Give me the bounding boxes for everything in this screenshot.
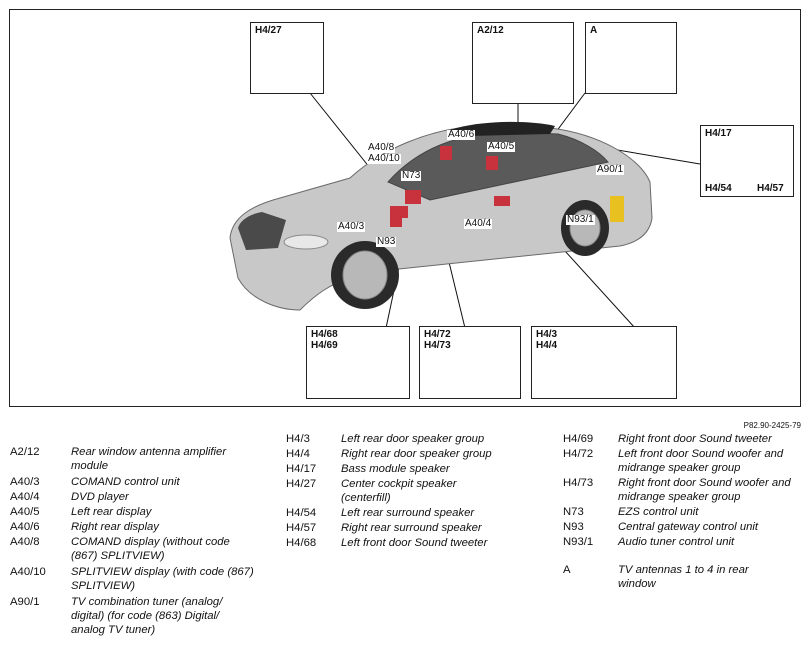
legend-code: N93/1 xyxy=(563,536,594,548)
legend-item: N93/1 Audio tuner control unit xyxy=(563,535,803,563)
legend-desc: Left front door Sound woofer and midrang… xyxy=(618,448,784,474)
legend-item: A2/12 Rear window antenna amplifier modu… xyxy=(10,445,275,475)
callout-h4-68-69: H4/68 H4/69 xyxy=(306,326,410,399)
legend-item: H4/17 Bass module speaker xyxy=(286,462,554,477)
legend-item: H4/54 Left rear surround speaker xyxy=(286,506,554,521)
car-label-a40-6: A40/6 xyxy=(447,129,476,140)
legend-code: A40/5 xyxy=(10,506,40,518)
car-body xyxy=(229,121,653,311)
legend-item: H4/3 Left rear door speaker group xyxy=(286,432,554,447)
callout-a: A xyxy=(585,22,677,94)
legend-item: A TV antennas 1 to 4 in rear window xyxy=(563,563,803,593)
callout-label: H4/54 xyxy=(705,183,732,194)
legend-desc: Rear window antenna amplifier module xyxy=(71,446,227,472)
legend-item: A40/3 COMAND control unit xyxy=(10,475,275,490)
legend-item: H4/27 Center cockpit speaker (centerfill… xyxy=(286,477,554,506)
legend-item: A40/5 Left rear display xyxy=(10,505,275,520)
legend-item: H4/72 Left front door Sound woofer and m… xyxy=(563,447,803,476)
legend-item: H4/68 Left front door Sound tweeter xyxy=(286,536,554,551)
legend-code: A40/6 xyxy=(10,521,40,533)
legend-code: H4/73 xyxy=(563,477,594,489)
legend-col3: H4/69 Right front door Sound tweeter H4/… xyxy=(563,432,803,593)
legend-item: H4/69 Right front door Sound tweeter xyxy=(563,432,803,447)
callout-h4-3-4: H4/3 H4/4 xyxy=(531,326,677,399)
callout-label: H4/72 H4/73 xyxy=(424,329,451,351)
legend-desc: DVD player xyxy=(71,491,129,503)
legend-desc: TV antennas 1 to 4 in rear window xyxy=(618,564,749,590)
callout-h4-72-73: H4/72 H4/73 xyxy=(419,326,521,399)
legend-item: A90/1 TV combination tuner (analog/ digi… xyxy=(10,595,275,639)
legend-item: A40/6 Right rear display xyxy=(10,520,275,535)
callout-label: H4/3 H4/4 xyxy=(536,329,558,351)
legend-item: N73 EZS control unit xyxy=(563,505,803,520)
legend-code: A40/10 xyxy=(10,566,46,578)
car-label-a40-3: A40/3 xyxy=(337,221,366,232)
legend-code: H4/27 xyxy=(286,478,317,490)
car-label-a40-4: A40/4 xyxy=(464,218,493,229)
legend-desc: COMAND control unit xyxy=(71,476,180,488)
callout-label: A xyxy=(590,25,598,36)
legend-code: A40/8 xyxy=(10,536,40,548)
legend-desc: TV combination tuner (analog/ digital) (… xyxy=(71,596,223,636)
legend-item: A40/10 SPLITVIEW display (with code (867… xyxy=(10,565,275,595)
legend-item: A40/8 COMAND display (without code (867)… xyxy=(10,535,275,565)
car-label-n73: N73 xyxy=(401,170,422,181)
car-label-n93-1: N93/1 xyxy=(566,214,595,225)
legend-desc: COMAND display (without code (867) SPLIT… xyxy=(71,536,230,562)
car-label-a40-10: A40/10 xyxy=(367,153,401,164)
car-label-a90-1: A90/1 xyxy=(596,164,625,175)
legend-code: H4/68 xyxy=(286,537,317,549)
component-location-diagram: H4/27 A2/12 A H4/17 H4/54 H4/57 H4/68 H4… xyxy=(9,9,801,407)
legend-code: H4/3 xyxy=(286,433,310,445)
legend-desc: Right front door Sound woofer and midran… xyxy=(618,477,791,503)
legend-desc: Right rear display xyxy=(71,521,159,533)
legend-desc: Bass module speaker xyxy=(341,463,450,475)
car-label-a40-8: A40/8 xyxy=(367,142,396,153)
callout-label: H4/27 xyxy=(255,25,282,36)
callout-h4-17: H4/17 H4/54 H4/57 xyxy=(700,125,794,197)
legend-item: H4/57 Right rear surround speaker xyxy=(286,521,554,536)
car-components xyxy=(390,146,624,227)
legend-code: N73 xyxy=(563,506,584,518)
car-label-n93: N93 xyxy=(376,236,397,247)
legend-desc: Center cockpit speaker (centerfill) xyxy=(341,478,457,504)
legend-code: H4/17 xyxy=(286,463,317,475)
callout-label: A2/12 xyxy=(477,25,504,36)
legend-desc: EZS control unit xyxy=(618,506,699,518)
callout-label: H4/17 xyxy=(705,128,732,139)
callout-label: H4/57 xyxy=(757,183,784,194)
car-label-a40-5: A40/5 xyxy=(487,141,516,152)
legend-code: H4/69 xyxy=(563,433,594,445)
legend-desc: Left front door Sound tweeter xyxy=(341,537,488,549)
legend-code: A xyxy=(563,564,571,576)
legend-code: A2/12 xyxy=(10,446,40,458)
legend-code: N93 xyxy=(563,521,584,533)
legend-col2: H4/3 Left rear door speaker group H4/4 R… xyxy=(286,432,554,551)
legend-desc: Left rear display xyxy=(71,506,152,518)
legend-desc: SPLITVIEW display (with code (867) SPLIT… xyxy=(71,566,254,592)
legend-code: H4/72 xyxy=(563,448,594,460)
legend-code: H4/4 xyxy=(286,448,310,460)
legend-item: A40/4 DVD player xyxy=(10,490,275,505)
legend-code: H4/57 xyxy=(286,522,317,534)
callout-a2-12: A2/12 xyxy=(472,22,574,104)
legend-item: N93 Central gateway control unit xyxy=(563,520,803,535)
legend-desc: Left rear surround speaker xyxy=(341,507,475,519)
legend-item: H4/73 Right front door Sound woofer and … xyxy=(563,476,803,505)
callout-h4-27: H4/27 xyxy=(250,22,324,94)
legend-desc: Right front door Sound tweeter xyxy=(618,433,772,445)
legend-desc: Central gateway control unit xyxy=(618,521,759,533)
callout-label: H4/68 H4/69 xyxy=(311,329,338,351)
legend-code: H4/54 xyxy=(286,507,317,519)
figure-id: P82.90-2425-79 xyxy=(743,421,801,430)
legend-desc: Right rear door speaker group xyxy=(341,448,492,460)
legend-desc: Audio tuner control unit xyxy=(618,536,735,548)
legend-item: H4/4 Right rear door speaker group xyxy=(286,447,554,462)
legend-code: A90/1 xyxy=(10,596,40,608)
legend-code: A40/3 xyxy=(10,476,40,488)
legend-code: A40/4 xyxy=(10,491,40,503)
legend-desc: Left rear door speaker group xyxy=(341,433,485,445)
legend-col1: A2/12 Rear window antenna amplifier modu… xyxy=(10,445,275,639)
legend-desc: Right rear surround speaker xyxy=(341,522,482,534)
